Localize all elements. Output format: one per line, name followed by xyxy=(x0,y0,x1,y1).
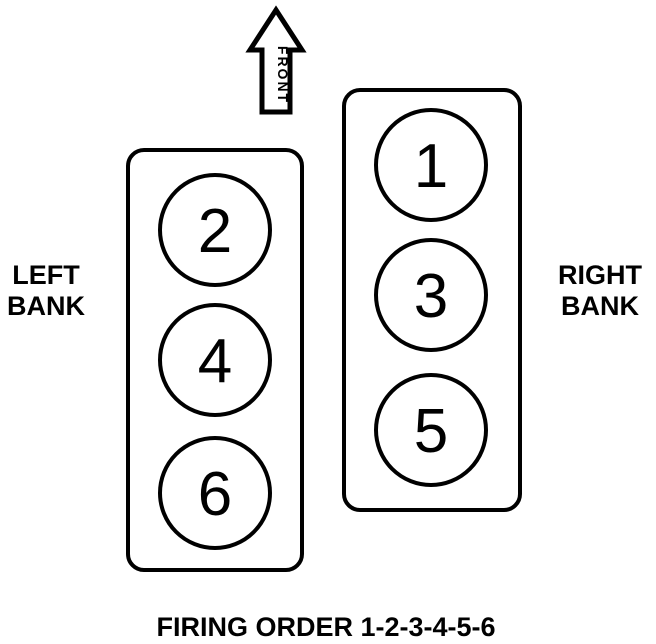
cylinder-number: 6 xyxy=(198,460,232,529)
up-arrow-icon xyxy=(245,5,307,115)
cylinder-1: 1 xyxy=(374,108,488,222)
cylinder-number: 5 xyxy=(414,397,448,466)
cylinder-6: 6 xyxy=(158,436,272,550)
cylinder-number: 2 xyxy=(198,197,232,266)
cylinder-5: 5 xyxy=(374,373,488,487)
cylinder-number: 1 xyxy=(414,132,448,201)
right-bank-label: RIGHT BANK xyxy=(558,260,643,321)
left-bank-cylinders: 2 4 6 xyxy=(158,173,272,550)
cylinder-number: 3 xyxy=(414,262,448,331)
right-bank-cylinders: 1 3 5 xyxy=(374,108,488,487)
cylinder-2: 2 xyxy=(158,173,272,287)
firing-order-caption: FIRING ORDER 1-2-3-4-5-6 xyxy=(156,612,495,642)
left-bank-label-line2: BANK xyxy=(7,291,85,321)
cylinder-number: 4 xyxy=(198,327,232,396)
right-bank-outline xyxy=(342,88,522,512)
right-bank-label-line2: BANK xyxy=(561,291,639,321)
cylinder-3: 3 xyxy=(374,238,488,352)
cylinder-4: 4 xyxy=(158,303,272,417)
front-arrow: FRONT xyxy=(245,5,307,115)
left-bank-outline xyxy=(126,148,304,572)
front-label: FRONT xyxy=(275,46,291,104)
left-bank-label-line1: LEFT xyxy=(12,260,80,290)
right-bank-label-line1: RIGHT xyxy=(558,260,643,290)
left-bank-label: LEFT BANK xyxy=(7,260,85,321)
